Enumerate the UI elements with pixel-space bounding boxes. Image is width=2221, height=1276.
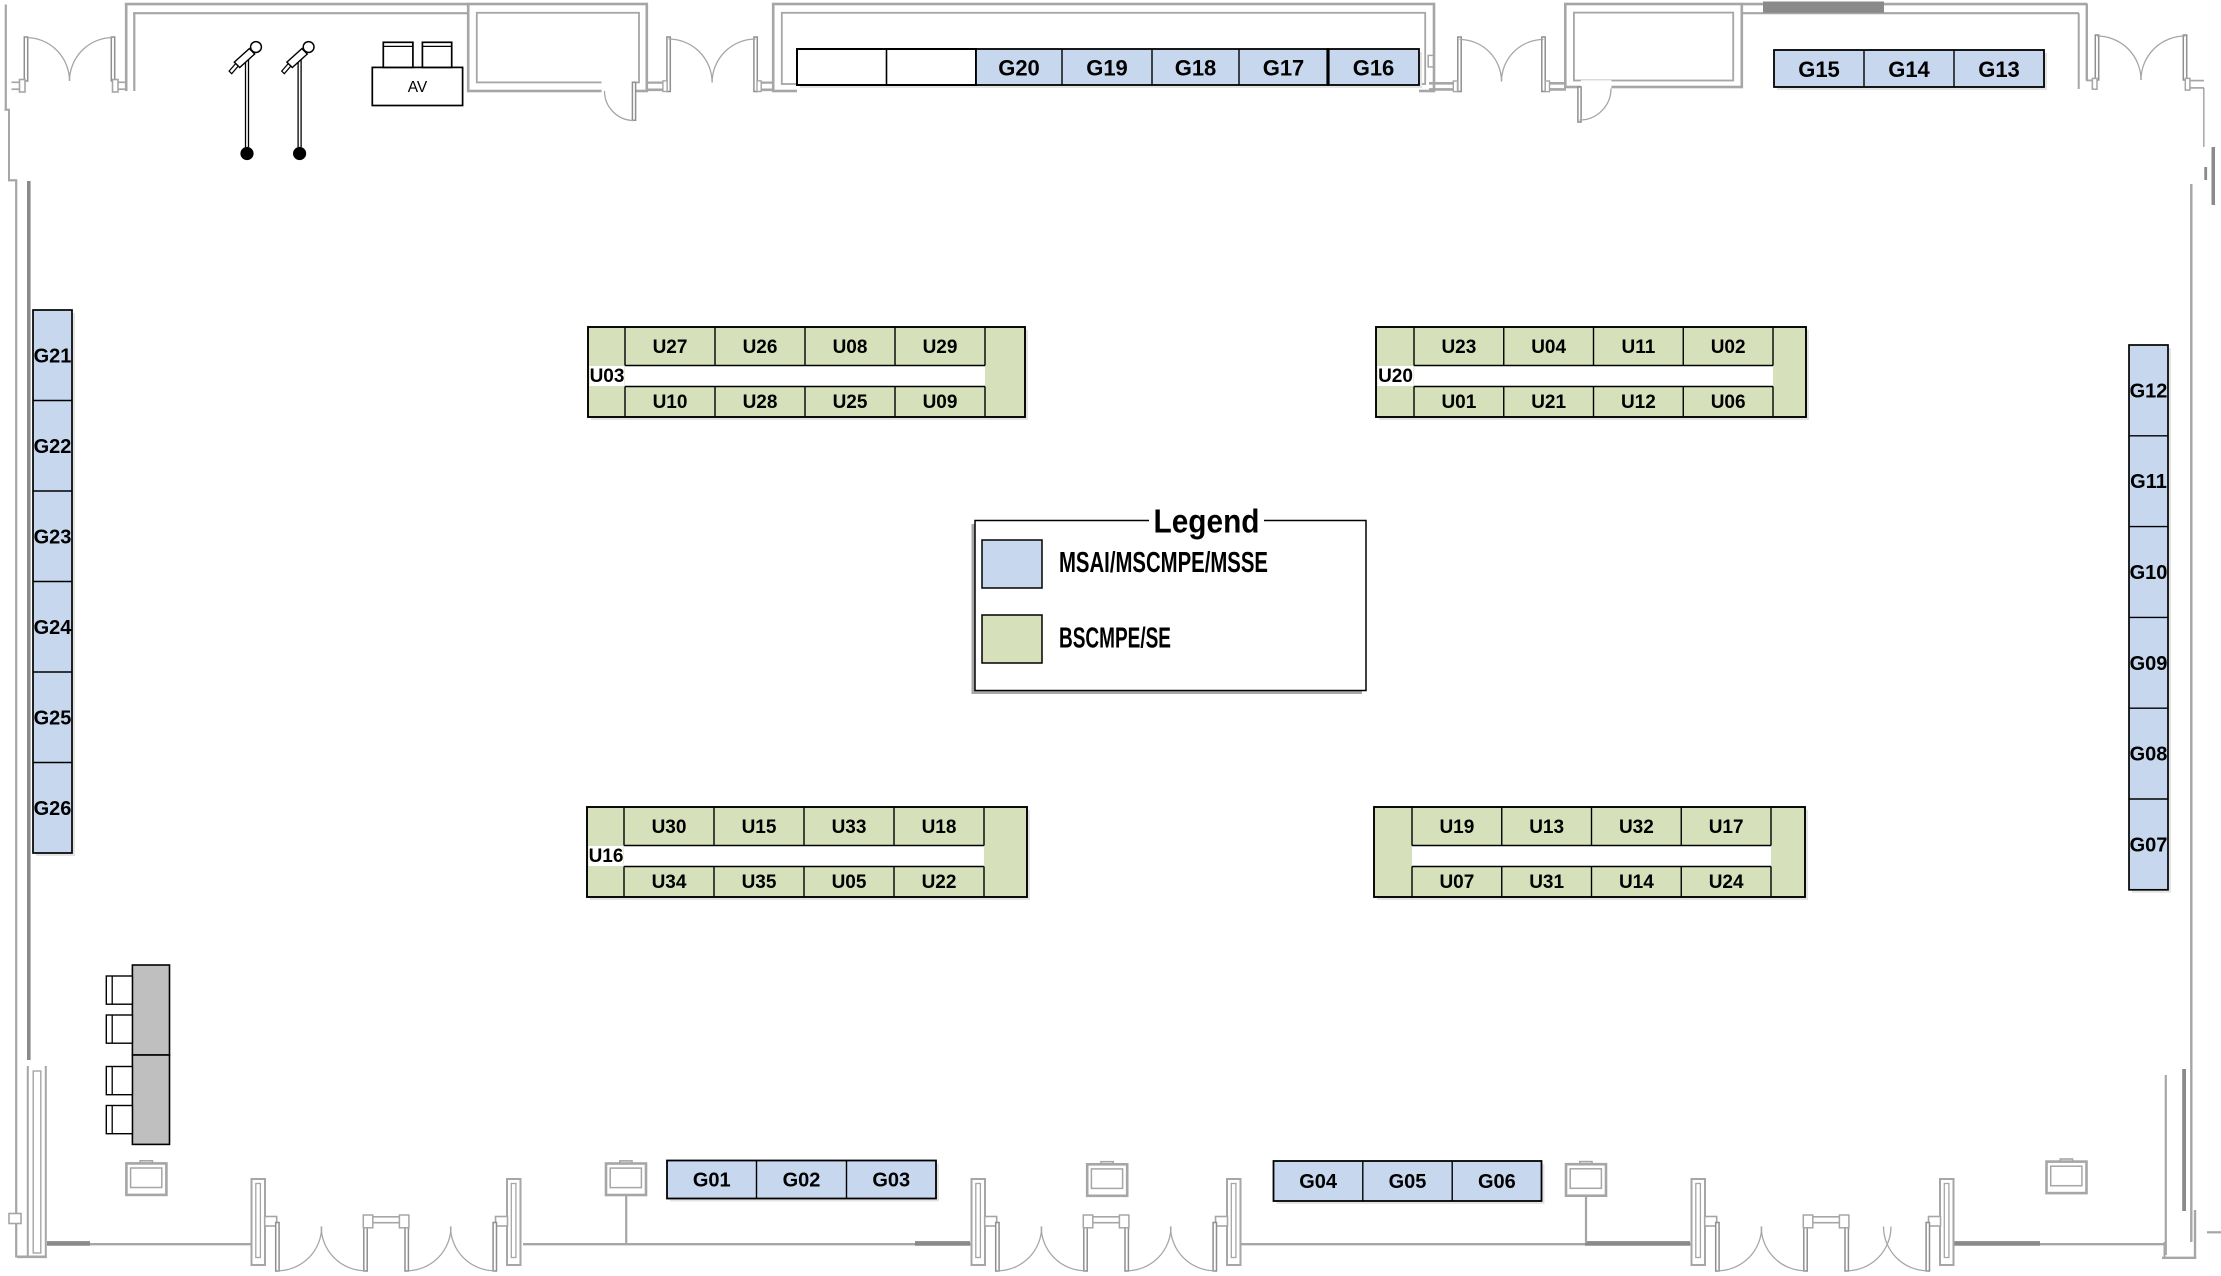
svg-text:U02: U02 [1711,337,1746,358]
svg-text:U15: U15 [742,817,777,838]
svg-text:G03: G03 [872,1170,910,1192]
svg-text:G04: G04 [1299,1171,1338,1193]
svg-text:G05: G05 [1389,1171,1427,1193]
svg-text:U31: U31 [1529,872,1564,893]
svg-text:U11: U11 [1621,337,1655,358]
svg-text:U01: U01 [1441,392,1476,413]
svg-text:U18: U18 [922,817,957,838]
svg-text:G13: G13 [1978,57,2020,82]
svg-text:G18: G18 [1175,56,1217,81]
svg-text:G12: G12 [2130,380,2168,402]
svg-text:BSCMPE/SE: BSCMPE/SE [1059,623,1171,655]
svg-text:U21: U21 [1531,392,1566,413]
svg-text:G26: G26 [34,798,72,820]
svg-text:U33: U33 [832,817,867,838]
svg-text:U03: U03 [590,366,625,387]
svg-text:U17: U17 [1709,817,1744,838]
svg-text:G07: G07 [2130,834,2168,856]
svg-text:G25: G25 [34,707,72,729]
svg-text:U14: U14 [1619,872,1654,893]
svg-text:U07: U07 [1439,872,1474,893]
svg-text:G19: G19 [1086,56,1128,81]
svg-text:U19: U19 [1439,817,1474,838]
svg-text:U22: U22 [922,872,957,893]
svg-text:U27: U27 [653,337,688,358]
svg-text:U20: U20 [1378,366,1413,387]
svg-text:U23: U23 [1441,337,1476,358]
svg-text:U16: U16 [589,846,624,867]
svg-text:U24: U24 [1709,872,1744,893]
svg-text:G23: G23 [34,526,72,548]
svg-text:U29: U29 [923,337,958,358]
svg-text:U30: U30 [652,817,687,838]
svg-text:G24: G24 [34,617,73,639]
svg-text:U10: U10 [653,392,688,413]
svg-text:U34: U34 [652,872,687,893]
svg-text:G14: G14 [1888,57,1930,82]
svg-text:G02: G02 [783,1170,821,1192]
svg-text:U25: U25 [833,392,868,413]
svg-text:G21: G21 [34,345,72,367]
svg-text:U13: U13 [1529,817,1564,838]
svg-text:AV: AV [408,79,428,96]
svg-text:G06: G06 [1478,1171,1516,1193]
svg-text:G22: G22 [34,436,72,458]
svg-text:U35: U35 [742,872,777,893]
svg-text:G11: G11 [2130,471,2167,493]
svg-text:G17: G17 [1263,56,1305,81]
svg-text:U26: U26 [743,337,778,358]
svg-text:G01: G01 [693,1170,731,1192]
svg-text:G20: G20 [998,56,1040,81]
svg-text:G15: G15 [1798,57,1840,82]
svg-text:G08: G08 [2130,744,2168,766]
svg-text:U04: U04 [1531,337,1566,358]
svg-text:U28: U28 [743,392,778,413]
svg-text:G16: G16 [1353,56,1395,81]
svg-text:G10: G10 [2130,562,2168,584]
svg-text:U06: U06 [1711,392,1746,413]
svg-text:G09: G09 [2130,653,2168,675]
svg-text:U12: U12 [1621,392,1656,413]
svg-text:U08: U08 [833,337,868,358]
svg-text:U32: U32 [1619,817,1654,838]
svg-text:MSAI/MSCMPE/MSSE: MSAI/MSCMPE/MSSE [1059,547,1268,579]
svg-text:Legend: Legend [1154,503,1260,540]
svg-text:U09: U09 [923,392,958,413]
svg-text:U05: U05 [832,872,867,893]
